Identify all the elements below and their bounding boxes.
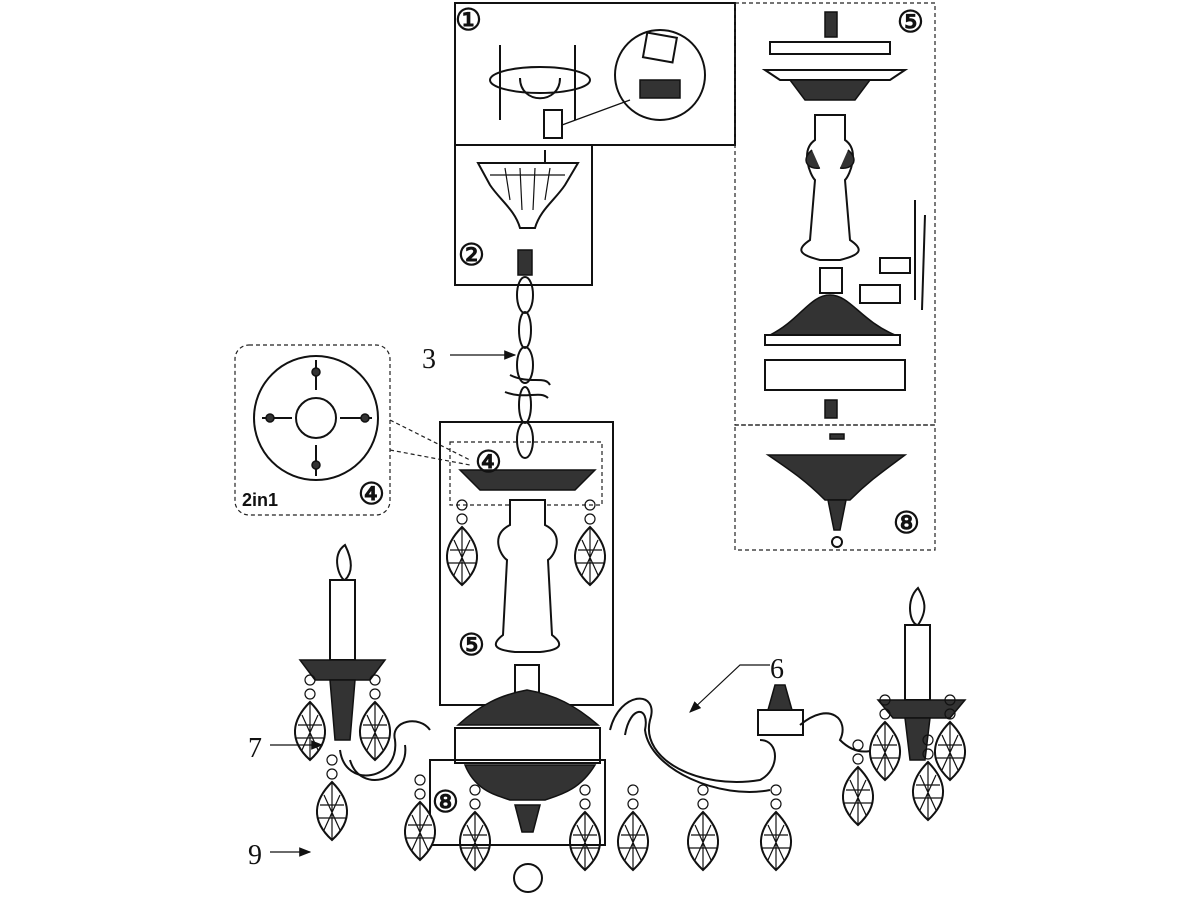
detail-caption-2in1: 2in1 [242,490,278,510]
central-body: ④ ⑤ [439,421,614,893]
step-5-stem-detail-panel: ⑤ [734,2,936,426]
step-7-callout: 7 [248,733,324,764]
step-8-bowl-detail-panel: ⑧ [734,424,936,551]
step-6-callout: 6 [689,654,784,713]
step-3-callout: 3 [422,344,517,375]
step-2-canopy-panel: ② [454,144,593,286]
step-7-label: 7 [248,733,262,764]
left-arm [293,543,437,861]
step-8-main-label: ⑧ [432,786,459,819]
step-3-label: 3 [422,344,436,375]
step-8-main-panel: ⑧ [429,759,606,846]
step-2-label: ② [458,239,485,272]
step-4-detail-label: ④ [358,478,385,511]
step-5-detail-label: ⑤ [897,6,924,39]
step-1-label: ① [455,4,482,37]
step-4-plate-detail-panel: 2in1 ④ [234,344,471,516]
step-6-label: 6 [770,654,784,685]
step-9-callout: 9 [248,840,312,871]
step-4-main-label: ④ [475,446,502,479]
step-8-detail-label: ⑧ [893,507,920,540]
step-9-label: 9 [248,840,262,871]
step-5-main-label: ⑤ [458,629,485,662]
step-1-ceiling-mount-panel: ① [454,2,736,146]
right-arms [609,586,967,871]
chain [504,249,551,459]
